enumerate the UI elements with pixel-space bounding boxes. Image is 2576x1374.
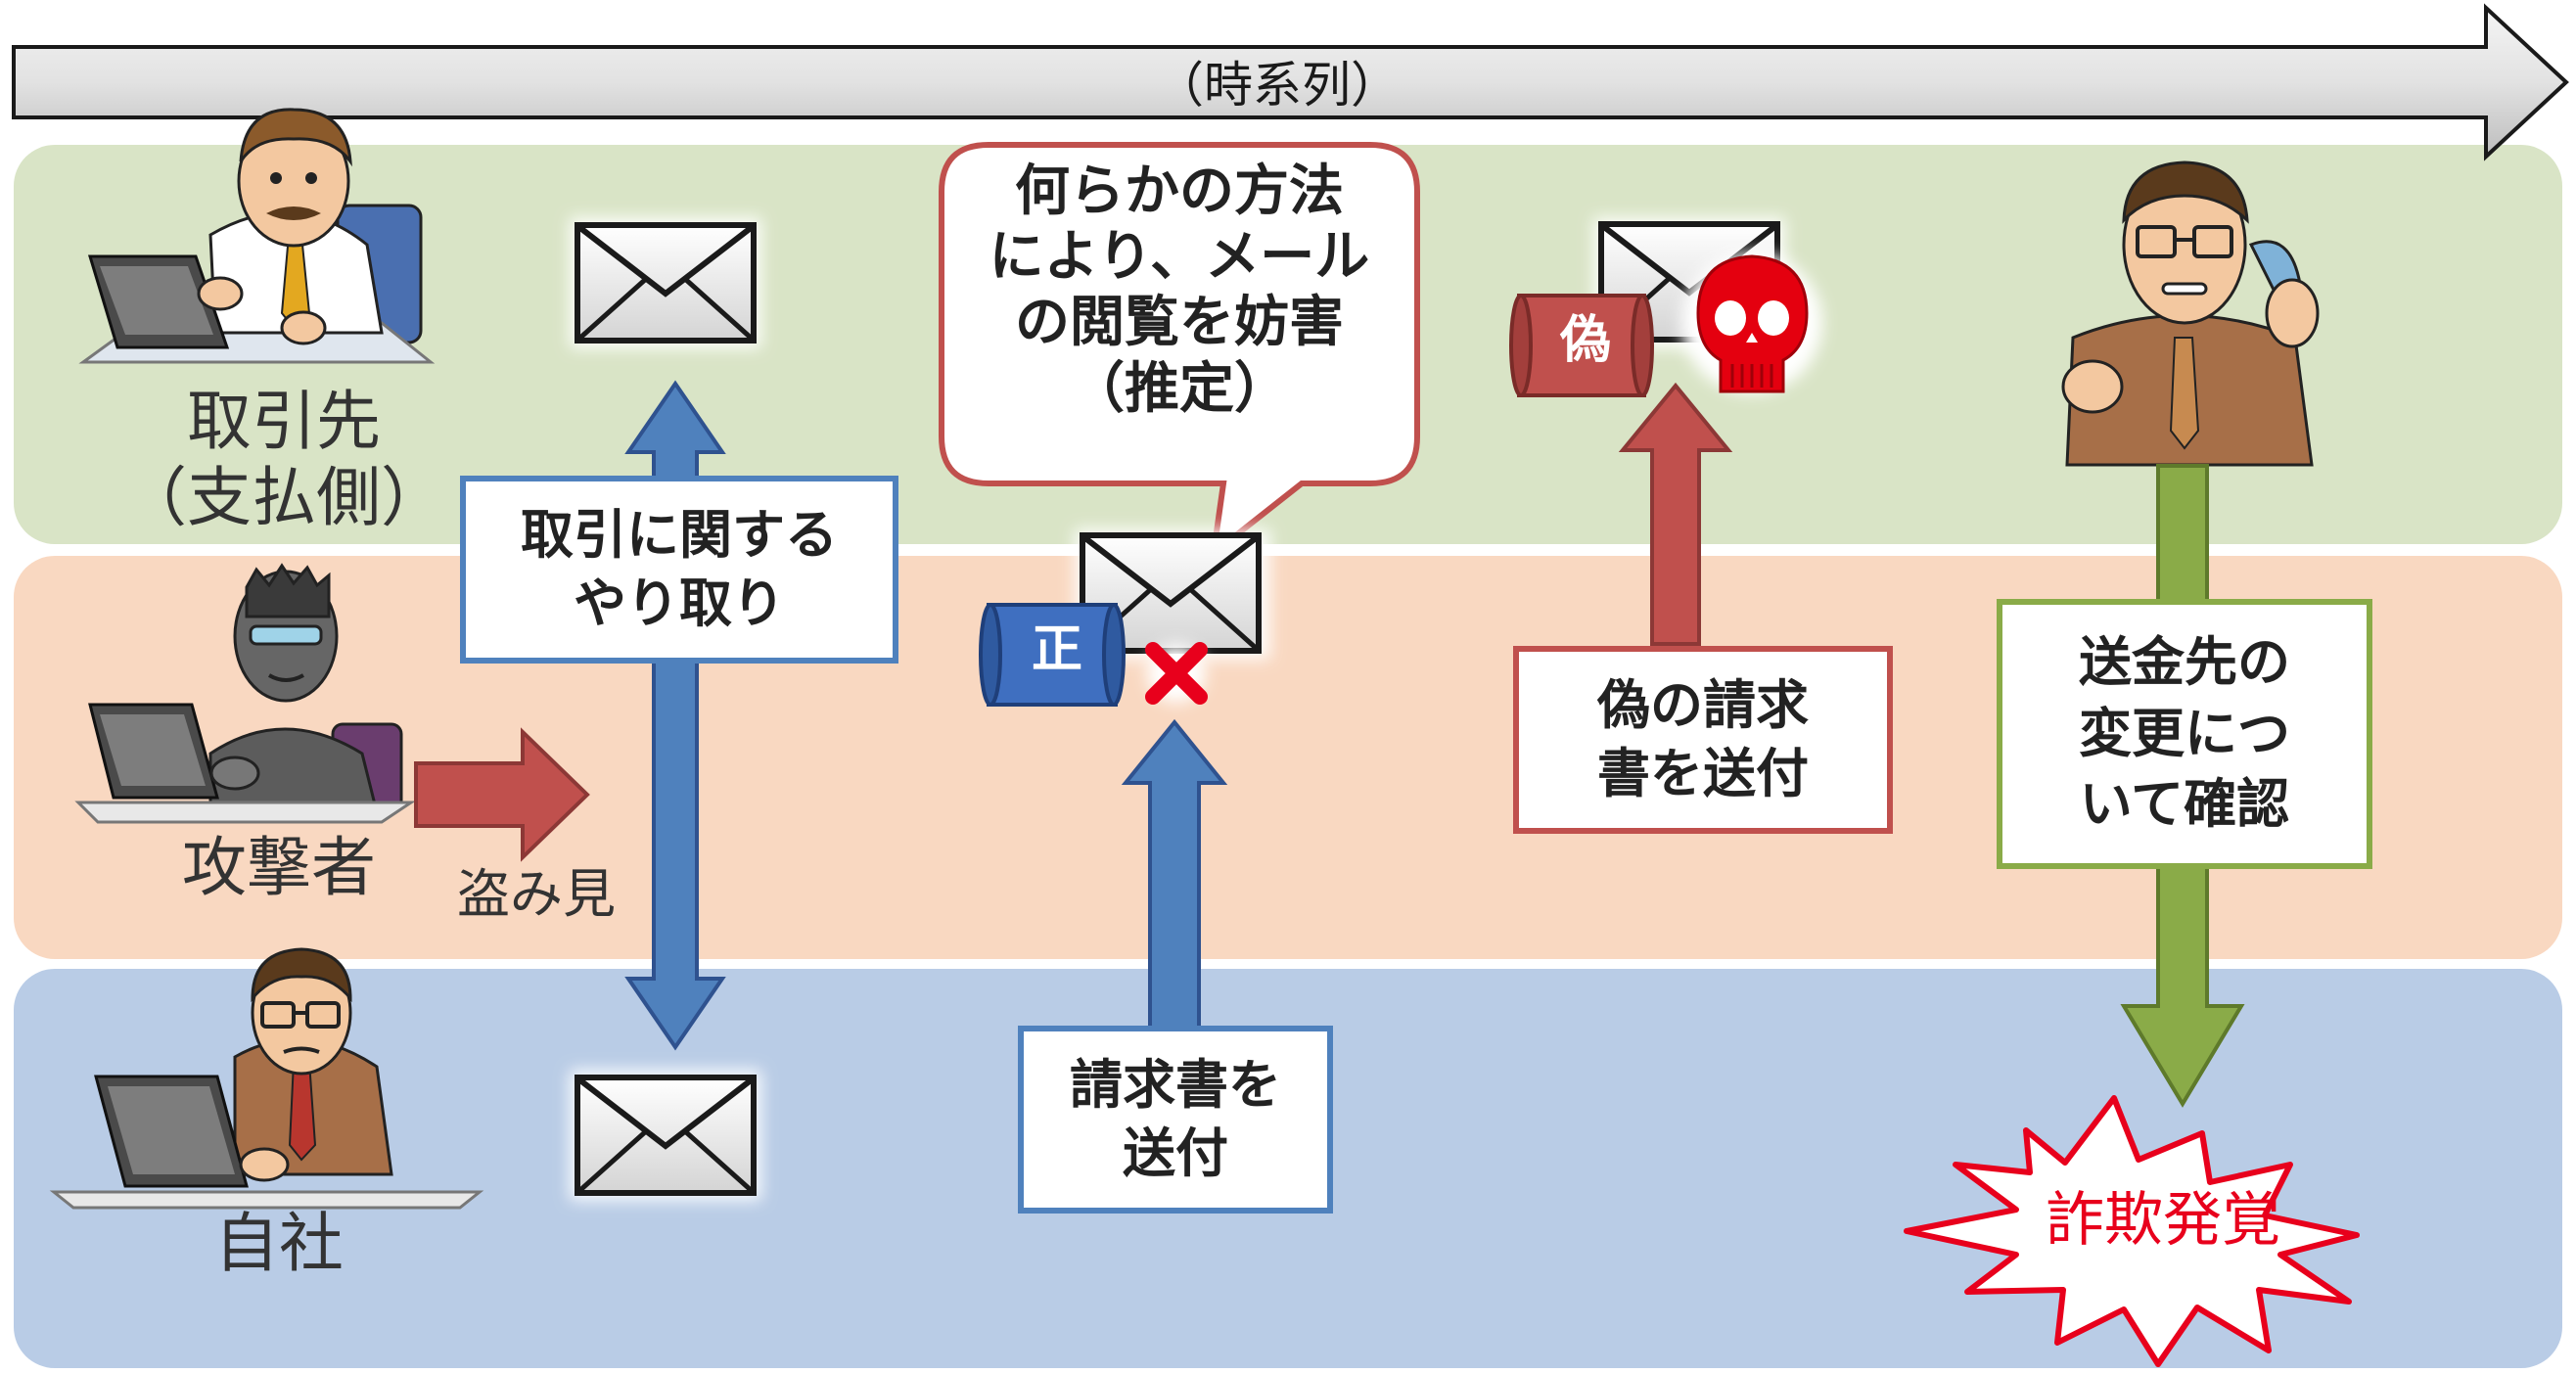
peek-label: 盗み見 bbox=[457, 863, 616, 925]
x-mark-icon bbox=[1145, 642, 1208, 705]
envelope-icon bbox=[570, 1070, 761, 1201]
fraud-label: 詐欺発覚 bbox=[2046, 1186, 2280, 1255]
timeline-label: （時系列） bbox=[1155, 57, 1400, 114]
peek-arrow bbox=[414, 727, 590, 862]
speech-bubble-shape bbox=[939, 142, 1420, 560]
lane-label-attacker: 攻撃者 bbox=[182, 830, 376, 905]
fake-invoice-label: 偽の請求 書を送付 bbox=[1597, 673, 1809, 804]
caller-person-icon bbox=[2061, 160, 2320, 467]
scroll-icon bbox=[979, 603, 1126, 707]
attacker-person-icon bbox=[74, 563, 416, 824]
bubble-text: 何らかの方法 により、メール の閲覧を妨害 （推定） bbox=[989, 160, 1370, 421]
envelope-icon bbox=[570, 217, 761, 348]
fraud-burst-shape bbox=[1904, 1095, 2360, 1367]
confirm-label: 送金先の 変更につ いて確認 bbox=[2079, 630, 2290, 836]
send-invoice-label: 請求書を 送付 bbox=[1070, 1053, 1281, 1184]
exchange-double-arrow bbox=[624, 380, 726, 1051]
scroll-icon bbox=[1509, 294, 1654, 397]
confirm-box: 送金先の 変更につ いて確認 bbox=[1997, 599, 2372, 869]
fake-invoice-arrow bbox=[1618, 382, 1733, 646]
self-person-icon bbox=[49, 947, 484, 1210]
genuine-tag: 正 bbox=[1031, 620, 1082, 679]
fake-invoice-box: 偽の請求 書を送付 bbox=[1513, 646, 1893, 834]
skull-icon bbox=[1681, 252, 1822, 393]
partner-person-icon bbox=[78, 108, 436, 364]
lane-label-self: 自社 bbox=[214, 1206, 344, 1281]
fake-tag: 偽 bbox=[1559, 311, 1611, 370]
lane-label-partner: 取引先 （支払側） bbox=[122, 384, 445, 535]
exchange-label: 取引に関する やり取り bbox=[521, 503, 838, 634]
exchange-box: 取引に関する やり取り bbox=[460, 476, 898, 664]
timeline-arrow bbox=[12, 3, 2569, 161]
send-invoice-box: 請求書を 送付 bbox=[1018, 1026, 1333, 1214]
